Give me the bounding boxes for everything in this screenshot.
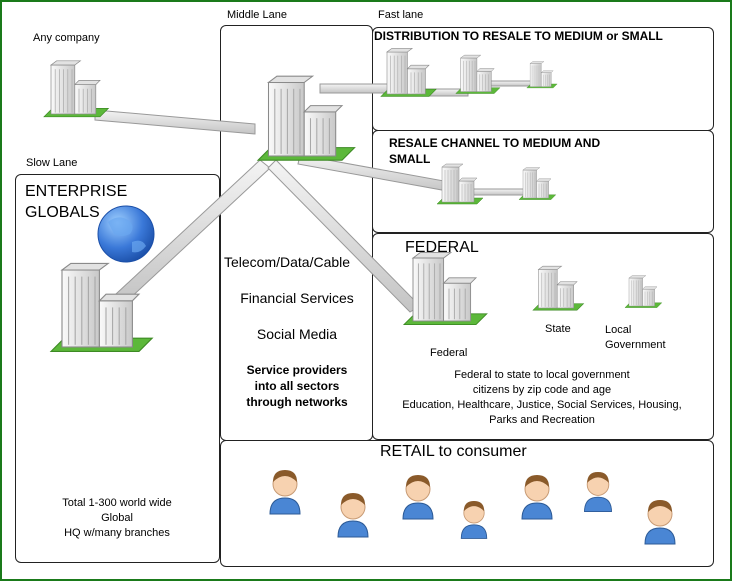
middle-item-social: Social Media: [256, 326, 338, 342]
federal-desc-3: Education, Healthcare, Justice, Social S…: [402, 399, 682, 411]
distribution-title: DISTRIBUTION TO RESALE TO MEDIUM or SMAL…: [374, 29, 663, 43]
person-icon-6: [584, 471, 612, 513]
person-icon-4: [460, 500, 488, 539]
enterprise-desc-2: Global: [101, 512, 133, 524]
resale-building-2: [518, 167, 556, 200]
enterprise-desc-3: HQ w/many branches: [64, 527, 170, 539]
federal-building-label: Federal: [430, 347, 468, 359]
distribution-building-1: [380, 48, 437, 97]
federal-desc-1: Federal to state to local government: [454, 369, 630, 381]
person-icon-7: [644, 499, 676, 545]
federal-desc-2: citizens by zip code and age: [472, 384, 612, 396]
distribution-building-2: [455, 54, 501, 94]
enterprise-description: Total 1-300 world wide Global HQ w/many …: [17, 496, 217, 541]
local-government-building: [624, 275, 662, 308]
enterprise-desc-1: Total 1-300 world wide: [62, 497, 172, 509]
person-icon-5: [521, 474, 553, 520]
retail-title: RETAIL to consumer: [380, 443, 527, 460]
federal-title: FEDERAL: [405, 239, 479, 256]
enterprise-title: ENTERPRISE GLOBALS: [25, 181, 127, 223]
resale-title-line1: RESALE CHANNEL TO MEDIUM AND: [389, 136, 601, 150]
middle-lane-label: Middle Lane: [227, 9, 287, 21]
service-line-3: through networks: [246, 395, 348, 409]
middle-item-financial: Financial Services: [240, 290, 354, 306]
service-line-2: into all sectors: [254, 379, 340, 393]
state-building: [532, 265, 584, 311]
distribution-building-3: [526, 61, 558, 89]
person-icon-2: [337, 492, 369, 538]
resale-building-1: [436, 163, 484, 205]
person-icon-1: [269, 469, 301, 515]
service-line-1: Service providers: [246, 363, 348, 377]
local-line-2: Government: [605, 339, 666, 351]
slow-lane-label: Slow Lane: [26, 157, 78, 169]
person-icon-3: [402, 474, 434, 520]
fast-lane-label: Fast lane: [378, 9, 424, 21]
enterprise-title-line1: ENTERPRISE: [25, 183, 128, 200]
any-company-label: Any company: [33, 32, 100, 44]
local-government-label: Local Government: [605, 323, 666, 353]
federal-desc-4: Parks and Recreation: [489, 414, 595, 426]
any-company-building: [43, 60, 109, 118]
state-label: State: [545, 323, 571, 335]
resale-title: RESALE CHANNEL TO MEDIUM AND SMALL: [389, 135, 600, 167]
federal-description: Federal to state to local government cit…: [374, 368, 710, 428]
service-providers-text: Service providers into all sectors throu…: [222, 362, 372, 410]
enterprise-title-line2: GLOBALS: [25, 204, 100, 221]
federal-building: [403, 252, 488, 326]
globe-icon: [97, 205, 155, 263]
middle-item-telecom: Telecom/Data/Cable: [224, 254, 351, 270]
local-line-1: Local: [605, 324, 632, 336]
resale-title-line2: SMALL: [389, 152, 431, 166]
